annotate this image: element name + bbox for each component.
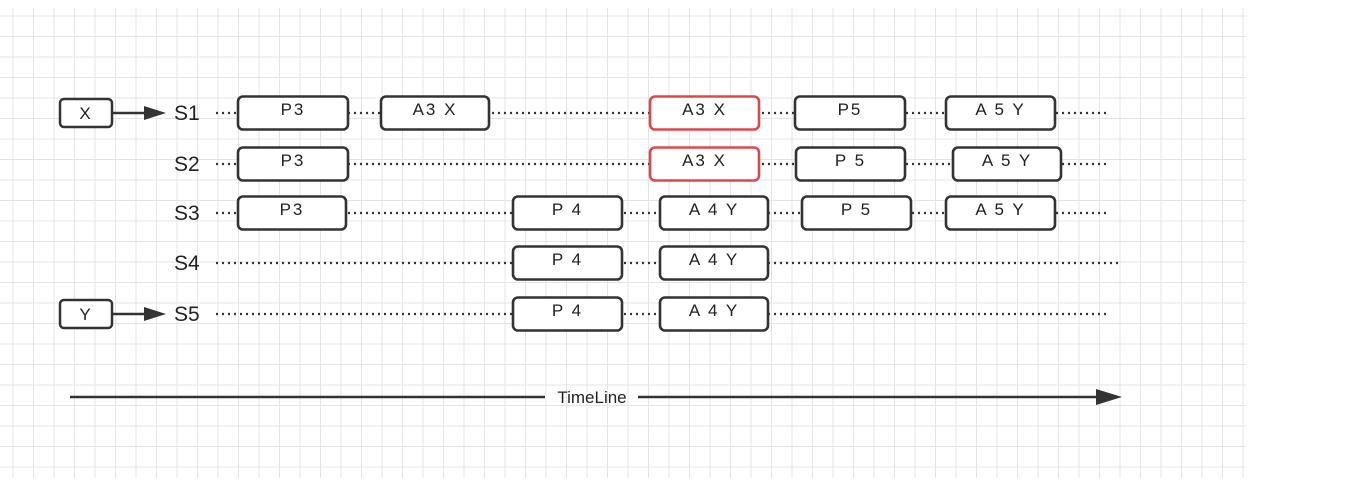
server-row-s5: S5 P 4 A 4 Y (174, 296, 1106, 332)
input-x: X (58, 97, 166, 129)
message-box-label: A3 X (682, 151, 727, 170)
message-box-border (951, 146, 1063, 182)
message-box: A 5 Y (944, 95, 1057, 131)
message-box-label: P 5 (835, 151, 866, 170)
message-box: A 4 Y (658, 195, 770, 231)
message-box-border (236, 146, 350, 182)
server-label: S1 (174, 102, 200, 125)
message-box-border (236, 95, 350, 131)
message-box-label: P 5 (841, 200, 872, 219)
message-box: A3 X (648, 95, 761, 131)
message-box-label: A 5 Y (982, 151, 1032, 170)
message-box: A 5 Y (944, 195, 1057, 231)
message-box: A3 X (379, 95, 491, 131)
message-box-label: P 4 (552, 301, 583, 320)
server-row-s4: S4 P 4 A 4 Y (174, 245, 1118, 281)
message-box-border (511, 296, 624, 332)
message-box-border (793, 95, 907, 131)
message-box-border-highlighted (648, 95, 761, 131)
input-arrowhead (144, 106, 166, 120)
message-box: P 4 (511, 245, 624, 281)
message-box-label: A3 X (682, 100, 727, 119)
timeline-arrowhead (1096, 389, 1122, 405)
message-box-label: P3 (281, 100, 306, 119)
message-box-label: P3 (280, 200, 305, 219)
message-box-label: P 4 (552, 200, 583, 219)
message-box-label: A 5 Y (975, 100, 1025, 119)
message-box-label: A3 X (413, 100, 458, 119)
server-label: S5 (174, 303, 200, 326)
message-box-label: P3 (281, 151, 306, 170)
message-box-border-highlighted (648, 146, 761, 182)
message-box-label: A 4 Y (689, 301, 739, 320)
message-box: A 5 Y (951, 146, 1063, 182)
server-label: S3 (174, 202, 200, 225)
timeline-label: TimeLine (557, 388, 626, 407)
timeline-axis: TimeLine (70, 388, 1122, 407)
message-box-border (944, 95, 1057, 131)
message-box: P 4 (511, 296, 624, 332)
message-box-border (511, 195, 624, 231)
message-box-border (944, 195, 1057, 231)
server-label: S4 (174, 252, 200, 275)
message-box: P3 (236, 195, 348, 231)
message-box: P 5 (794, 146, 907, 182)
input-layer: XY (58, 97, 166, 330)
message-box: A 4 Y (658, 296, 770, 332)
server-row-s3: S3 P3 P 4 A 4 Y P 5 A 5 Y (174, 195, 1106, 231)
input-label: Y (79, 305, 92, 324)
server-label: S2 (174, 153, 200, 176)
message-box: P 4 (511, 195, 624, 231)
message-box: A 4 Y (658, 245, 770, 281)
message-box-label: A 4 Y (689, 200, 739, 219)
server-row-s2: S2 P3 A3 X P 5 A 5 Y (174, 146, 1110, 182)
message-box: P 5 (800, 195, 913, 231)
message-box-border (658, 245, 770, 281)
message-box: P3 (236, 146, 350, 182)
message-box-label: A 4 Y (689, 250, 739, 269)
message-box-label: A 5 Y (975, 200, 1025, 219)
input-y: Y (58, 298, 166, 330)
message-box-border (511, 245, 624, 281)
message-box-border (658, 195, 770, 231)
input-arrowhead (144, 307, 166, 321)
message-box: A3 X (648, 146, 761, 182)
message-box: P3 (236, 95, 350, 131)
input-label: X (79, 104, 92, 123)
message-box-border (658, 296, 770, 332)
message-box-border (236, 195, 348, 231)
server-row-s1: S1 P3 A3 X A3 X P5 A 5 Y (174, 95, 1110, 131)
message-box-border (794, 146, 907, 182)
message-box: P5 (793, 95, 907, 131)
message-box-label: P5 (838, 100, 863, 119)
message-box-border (800, 195, 913, 231)
grid-background (0, 8, 1246, 478)
message-box-label: P 4 (552, 250, 583, 269)
message-box-border (379, 95, 491, 131)
